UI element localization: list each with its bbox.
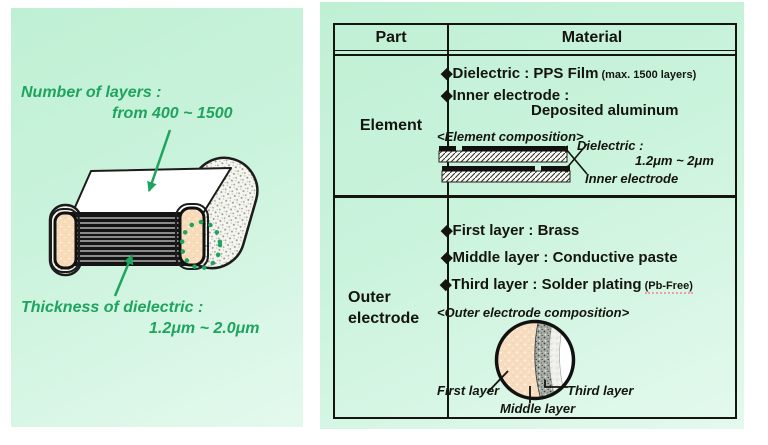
bullet-inner-electrode: ◆Inner electrode : xyxy=(441,86,569,104)
part-cell-element: Element xyxy=(359,116,423,134)
thickness-arrow xyxy=(113,254,134,297)
highlight-dotted-circle xyxy=(179,219,223,271)
diamond-bullet-icon: ◆ xyxy=(441,249,453,266)
bullet-dielectric: ◆Dielectric : PPS Film (max. 1500 layers… xyxy=(441,64,696,82)
label-dielectric-value: 1.2μm ~ 2μm xyxy=(635,153,714,168)
thickness-annotation-line2: 1.2μm ~ 2.0μm xyxy=(149,320,260,337)
bullet-first-layer: ◆First layer : Brass xyxy=(441,221,579,239)
label-middle-layer: Middle layer xyxy=(500,401,576,416)
bullet-middle-layer-text: Middle layer : Conductive paste xyxy=(452,249,678,266)
table-header-divider xyxy=(335,50,735,56)
table-column-divider xyxy=(447,25,449,417)
label-first-layer: First layer xyxy=(437,383,500,398)
bullet-first-layer-text: First layer : Brass xyxy=(452,222,580,239)
bullet-third-layer-note: (Pb-Free) xyxy=(644,280,693,294)
third-layer-region xyxy=(548,321,569,399)
dielectric-bar-2 xyxy=(441,170,571,183)
inner-electrode-value: Deposited aluminum xyxy=(531,102,679,119)
bullet-third-layer-text: Third layer : Solder plating xyxy=(451,276,642,293)
capacitor-overview-panel: Number of layers : from 400 ~ 1500 Thick… xyxy=(11,8,303,427)
diamond-bullet-icon: ◆ xyxy=(441,65,453,82)
layers-arrow xyxy=(147,129,172,192)
dielectric-bar-1 xyxy=(438,150,568,163)
right-end-cap xyxy=(178,206,206,267)
layers-annotation-line1: Number of layers : xyxy=(21,84,162,101)
outer-composition-caption: <Outer electrode composition> xyxy=(437,305,630,320)
diamond-bullet-icon: ◆ xyxy=(441,222,453,239)
electrode-bar-2a xyxy=(442,166,535,172)
diamond-bullet-icon: ◆ xyxy=(440,276,452,293)
label-inner-electrode: Inner electrode xyxy=(585,171,679,186)
materials-table-panel: Part Material Element ◆Dielectric : PPS … xyxy=(320,2,744,429)
bullet-third-layer: ◆Third layer : Solder plating (Pb-Free) xyxy=(440,275,693,294)
diamond-bullet-icon: ◆ xyxy=(441,87,453,104)
bullet-middle-layer: ◆Middle layer : Conductive paste xyxy=(441,248,678,266)
table-row-divider xyxy=(335,195,735,198)
materials-table: Part Material Element ◆Dielectric : PPS … xyxy=(333,23,737,419)
label-third-layer: Third layer xyxy=(567,383,634,398)
electrode-bar-1b xyxy=(462,146,565,152)
bullet-inner-electrode-text: Inner electrode : xyxy=(452,87,570,104)
left-end-cap xyxy=(53,211,78,270)
electrode-bar-1a xyxy=(439,146,456,152)
outer-electrode-label-line2: electrode xyxy=(348,310,420,327)
cross-section-ring xyxy=(494,319,576,401)
element-composition-caption: <Element composition> xyxy=(437,129,584,144)
leader-arrowhead-bottom xyxy=(555,165,568,173)
bullet-dielectric-note: (max. 1500 layers) xyxy=(601,69,697,81)
electrode-bar-2b xyxy=(541,166,570,172)
leader-arrowhead-top xyxy=(555,145,568,153)
outer-electrode-label-line1: Outer xyxy=(348,289,391,307)
header-material: Material xyxy=(561,28,623,46)
element-composition-diagram xyxy=(438,143,588,183)
diagram-leader-lines xyxy=(565,143,588,175)
thickness-annotation-line1: Thickness of dielectric : xyxy=(21,299,204,316)
capacitor-illustration xyxy=(48,129,259,297)
layer-leader-lines xyxy=(486,370,568,403)
capacitor-top-face xyxy=(71,167,232,216)
bullet-dielectric-text: Dielectric : PPS Film xyxy=(452,65,599,82)
layer-stack xyxy=(70,212,188,266)
layers-annotation-line2: from 400 ~ 1500 xyxy=(112,105,233,122)
label-dielectric: Dielectric : xyxy=(577,138,644,153)
header-part: Part xyxy=(375,28,407,46)
outer-composition-diagram xyxy=(486,319,576,403)
part-cell-outer-electrode: Outer electrode xyxy=(335,197,447,421)
